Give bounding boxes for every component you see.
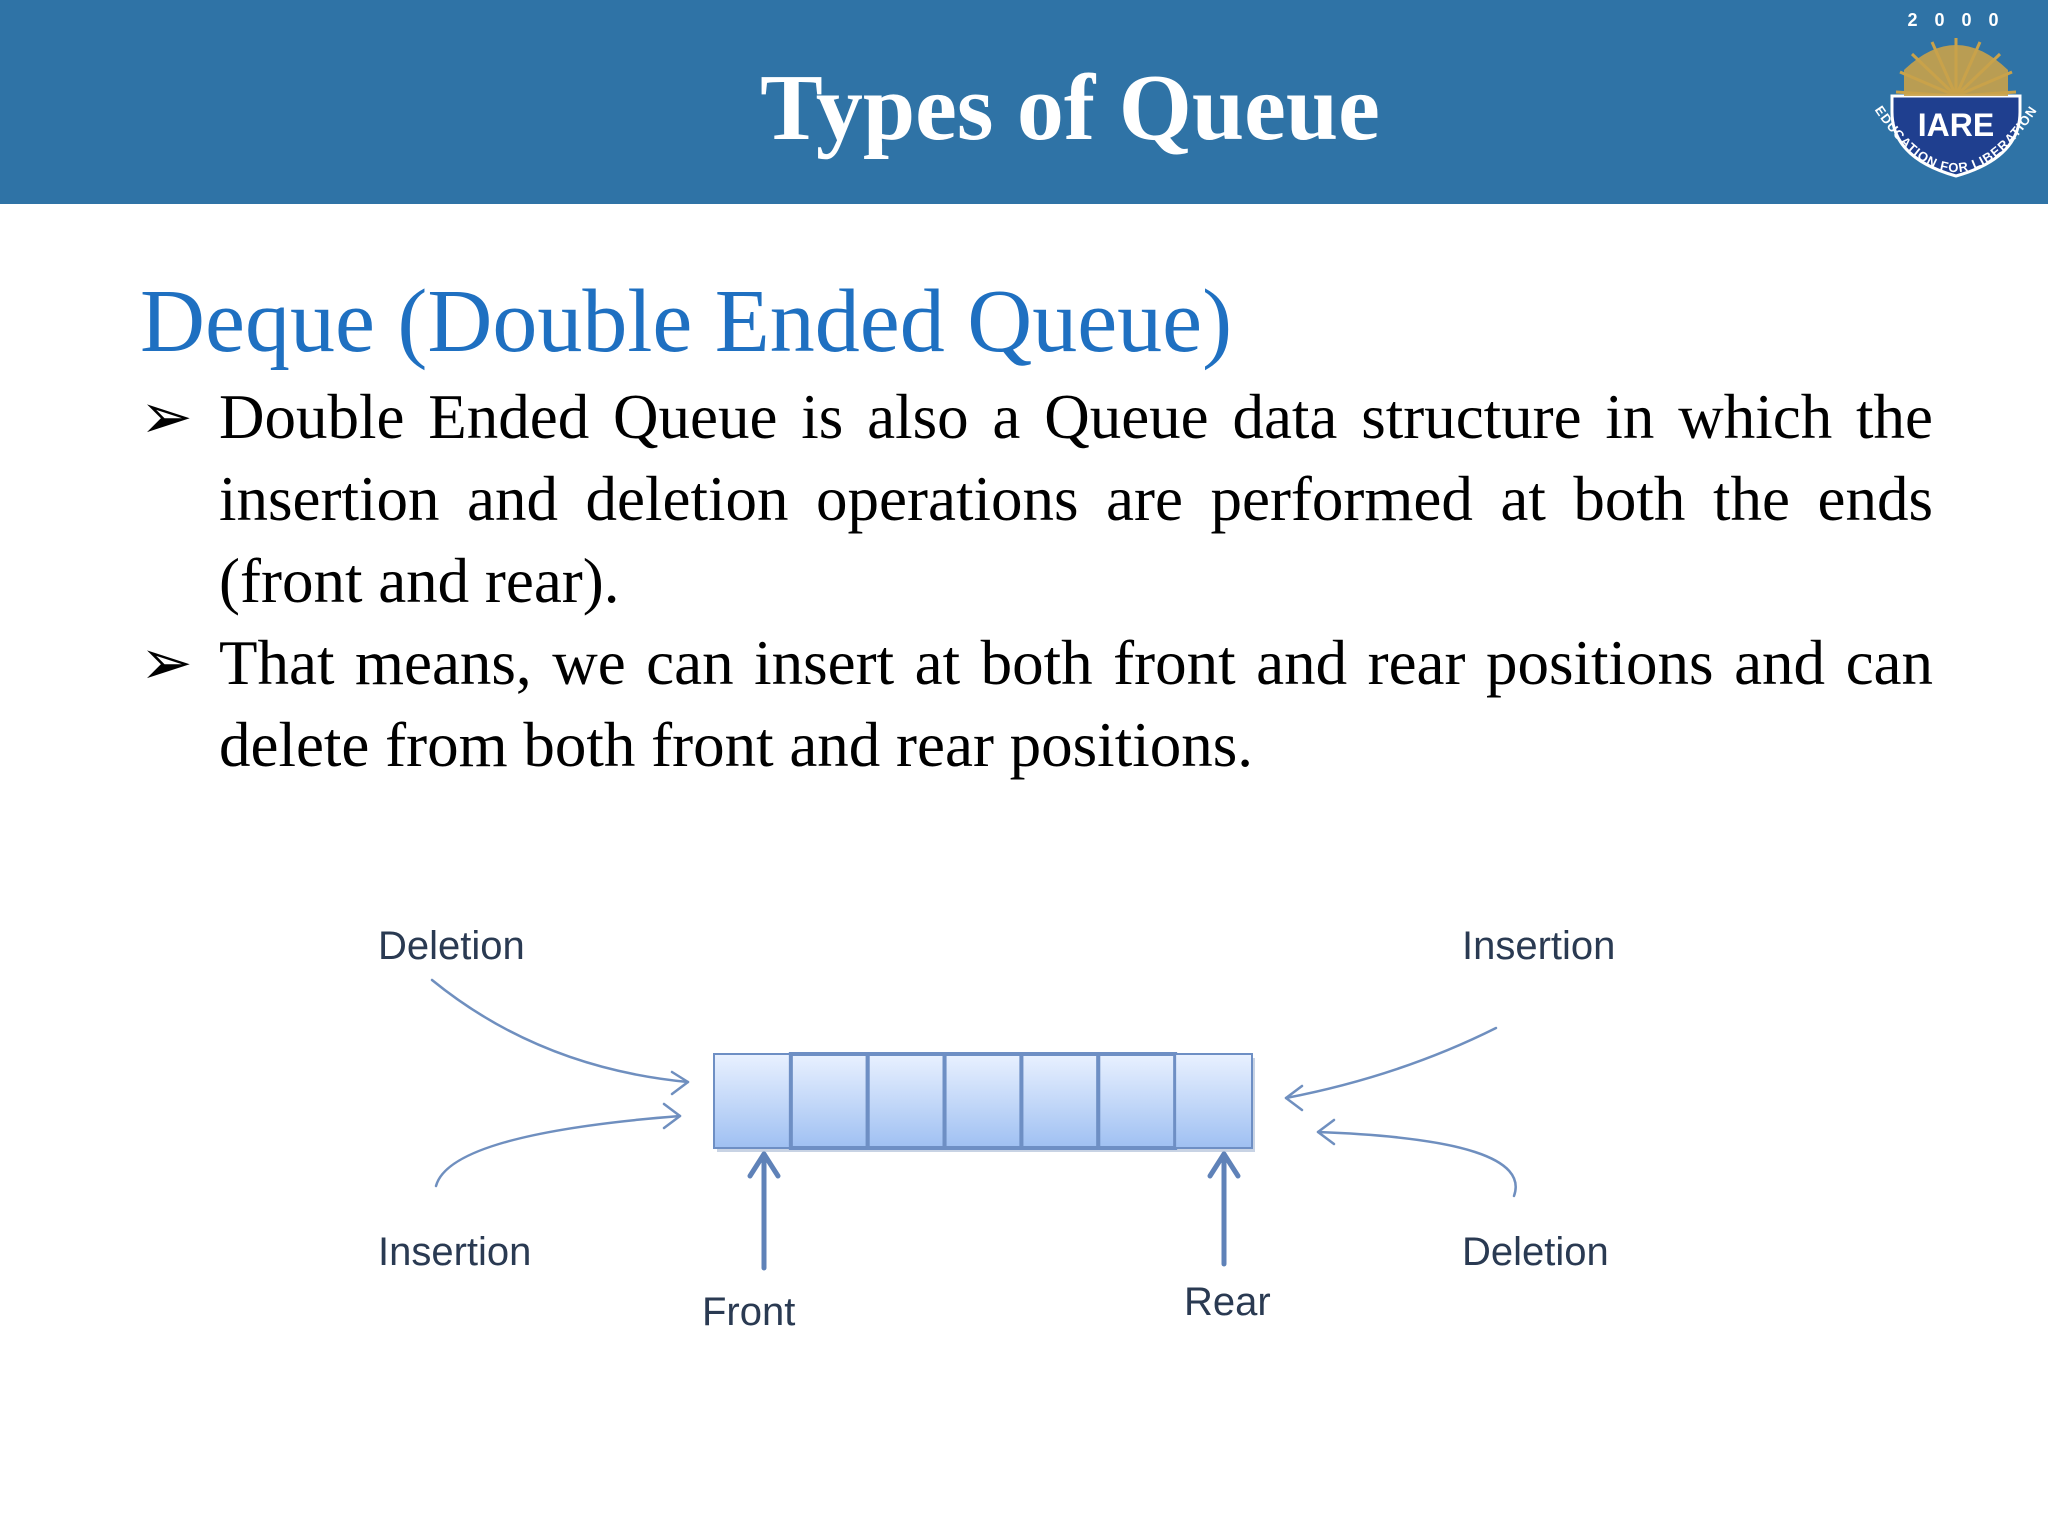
deque-cell — [942, 1052, 1024, 1150]
arrow-head-icon — [1207, 1151, 1241, 1179]
deque-cell — [1019, 1052, 1101, 1150]
arrow-head-icon — [670, 1070, 690, 1096]
deque-diagram-svg — [430, 978, 1517, 1271]
label-front: Front — [702, 1290, 796, 1334]
bullet-item: ➢ That means, we can insert at both fron… — [140, 622, 1933, 786]
arrow-head-icon — [1316, 1118, 1336, 1146]
bullet-text: Double Ended Queue is also a Queue data … — [219, 382, 1933, 616]
arrow-bullet-icon: ➢ — [140, 382, 193, 452]
deletion-rear-arrow — [1316, 1130, 1517, 1198]
logo-year: 2 0 0 0 — [1907, 10, 2004, 30]
deque-cells — [713, 1052, 1255, 1152]
deletion-front-arrow — [430, 978, 690, 1084]
label-deletion-right: Deletion — [1462, 1230, 1609, 1274]
logo-name: IARE — [1918, 107, 1994, 143]
deque-cell — [865, 1052, 947, 1150]
arrow-head-icon — [662, 1102, 682, 1130]
insertion-rear-arrow — [1284, 1026, 1498, 1100]
label-insertion-left: Insertion — [378, 1230, 532, 1274]
label-insertion-right: Insertion — [1462, 924, 1616, 968]
iare-logo: 2 0 0 0 IARE EDUCATION FOR LIBERATION — [1872, 10, 2039, 178]
section-heading: Deque (Double Ended Queue) — [140, 272, 1233, 371]
arrow-head-icon — [747, 1151, 781, 1179]
shield-icon — [1890, 94, 2022, 178]
bullet-list: ➢ Double Ended Queue is also a Queue dat… — [140, 376, 1933, 786]
bullet-item: ➢ Double Ended Queue is also a Queue dat… — [140, 376, 1933, 622]
bullet-text: That means, we can insert at both front … — [219, 628, 1933, 780]
header-bar: Types of Queue 2 0 0 0 IARE EDUCATION FO… — [0, 0, 2048, 204]
deque-cell — [788, 1052, 870, 1150]
insertion-front-arrow — [434, 1114, 682, 1188]
label-rear: Rear — [1184, 1280, 1271, 1324]
label-deletion-left: Deletion — [378, 924, 525, 968]
deque-cell — [713, 1053, 792, 1149]
arrow-head-icon — [1284, 1084, 1304, 1112]
deque-diagram: Deletion Insertion Insertion Deletion Fr… — [0, 880, 2048, 1360]
slide-title: Types of Queue — [760, 56, 1380, 160]
deque-cell — [1096, 1052, 1178, 1150]
deque-cell — [1174, 1053, 1253, 1149]
arrow-bullet-icon: ➢ — [140, 628, 193, 698]
